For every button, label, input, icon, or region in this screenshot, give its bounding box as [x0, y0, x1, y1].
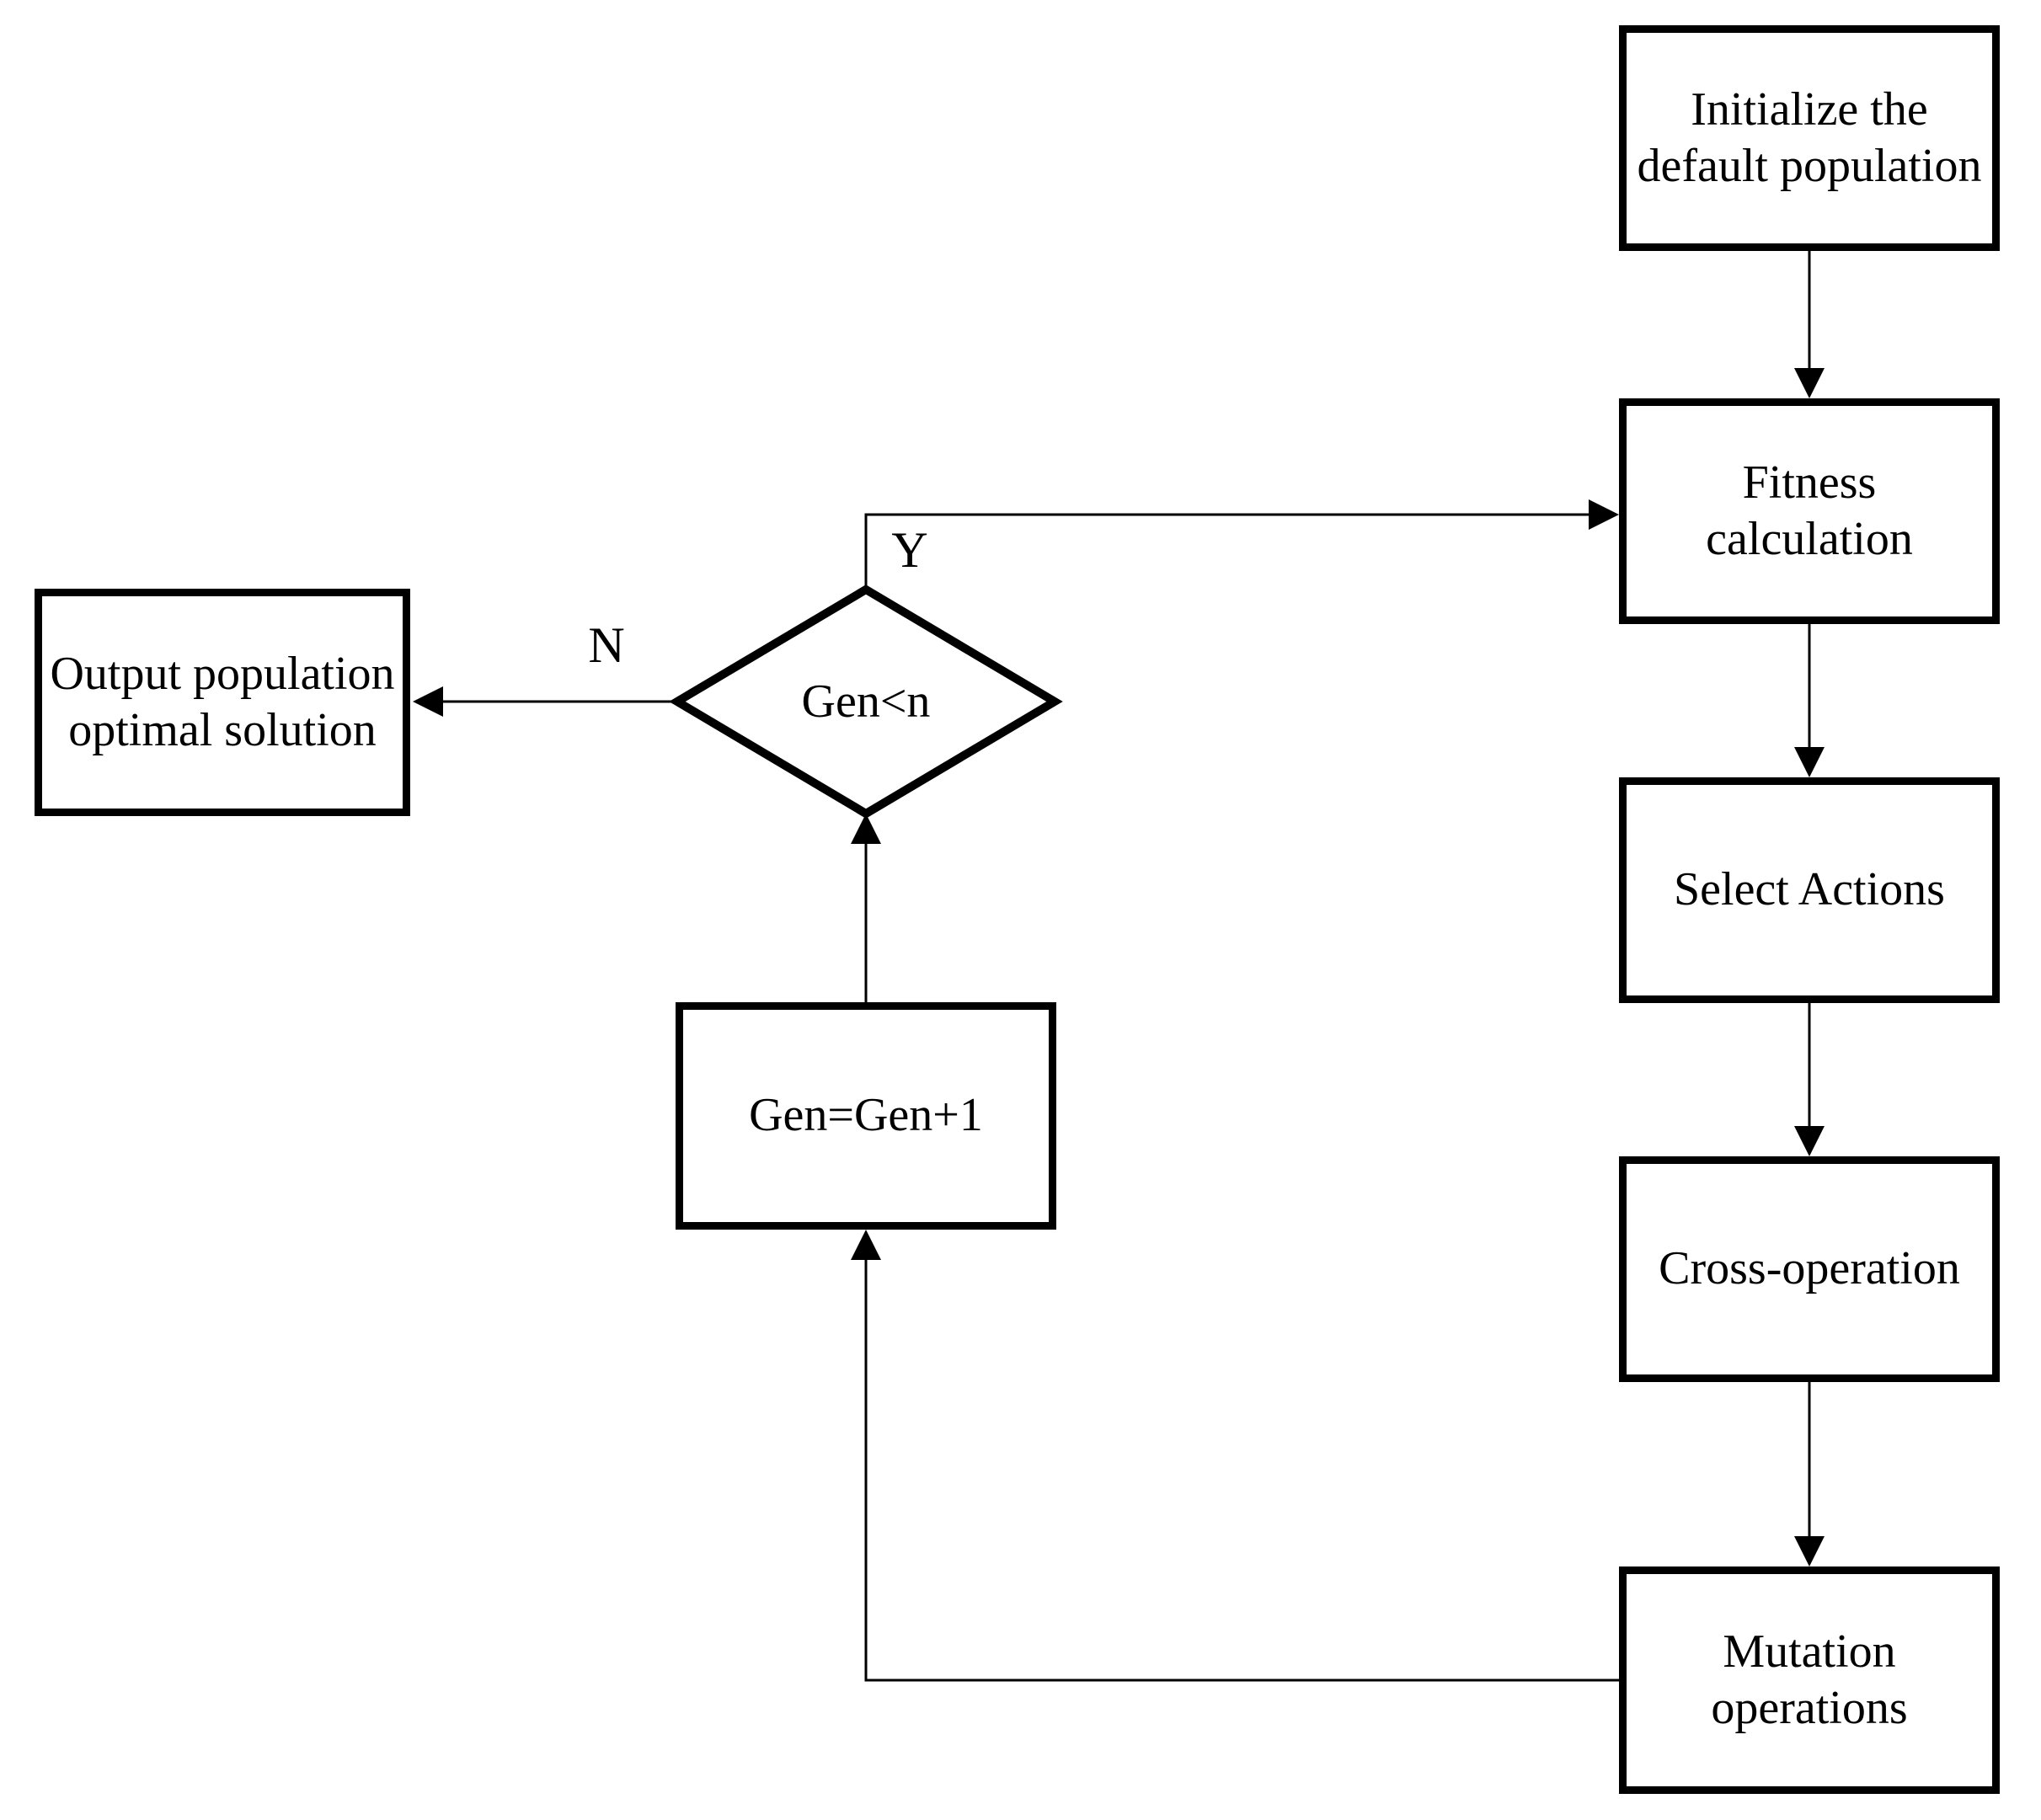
branch-label-no: N	[588, 616, 625, 673]
arrowhead-up-icon	[851, 814, 881, 844]
arrowhead-down-icon	[1794, 1126, 1825, 1156]
edge-gen-decision	[851, 814, 881, 1002]
node-output-label: Output population optimal solution	[50, 647, 395, 756]
node-mutation-label: Mutation operations	[1711, 1625, 1908, 1734]
node-fitness-label: Fitness calculation	[1706, 456, 1913, 565]
node-fitness-calculation: Fitness calculation	[1619, 398, 2000, 624]
edge-decision-fitness-yes	[864, 499, 1619, 590]
node-decision-gen-check: Gen<n	[677, 590, 1055, 814]
edge-initialize-fitness	[1794, 251, 1825, 398]
arrowhead-down-icon	[1794, 1536, 1825, 1566]
edge-mutation-gen	[851, 1230, 1619, 1682]
edge-select-cross	[1794, 1003, 1825, 1156]
node-cross-label: Cross-operation	[1659, 1242, 1960, 1295]
edge-fitness-select	[1794, 624, 1825, 777]
node-cross-operation: Cross-operation	[1619, 1156, 2000, 1382]
arrowhead-down-icon	[1794, 747, 1825, 777]
branch-label-yes: Y	[891, 521, 928, 578]
edge-decision-output-no	[413, 686, 677, 717]
arrowhead-right-icon	[1589, 499, 1619, 530]
node-mutation-operations: Mutation operations	[1619, 1566, 2000, 1794]
node-select-actions: Select Actions	[1619, 777, 2000, 1003]
node-decision-label: Gen<n	[801, 675, 931, 728]
node-initialize-label: Initialize the default population	[1637, 83, 1982, 192]
edge-cross-mutation	[1794, 1382, 1825, 1566]
node-select-label: Select Actions	[1674, 863, 1945, 916]
decision-diamond-shape	[669, 584, 1063, 819]
node-initialize-population: Initialize the default population	[1619, 25, 2000, 251]
node-gen-increment: Gen=Gen+1	[676, 1002, 1056, 1230]
arrowhead-left-icon	[413, 686, 443, 717]
arrowhead-up-icon	[851, 1230, 881, 1260]
node-gen-label: Gen=Gen+1	[749, 1089, 983, 1142]
arrowhead-down-icon	[1794, 368, 1825, 398]
node-output-solution: Output population optimal solution	[35, 589, 410, 816]
